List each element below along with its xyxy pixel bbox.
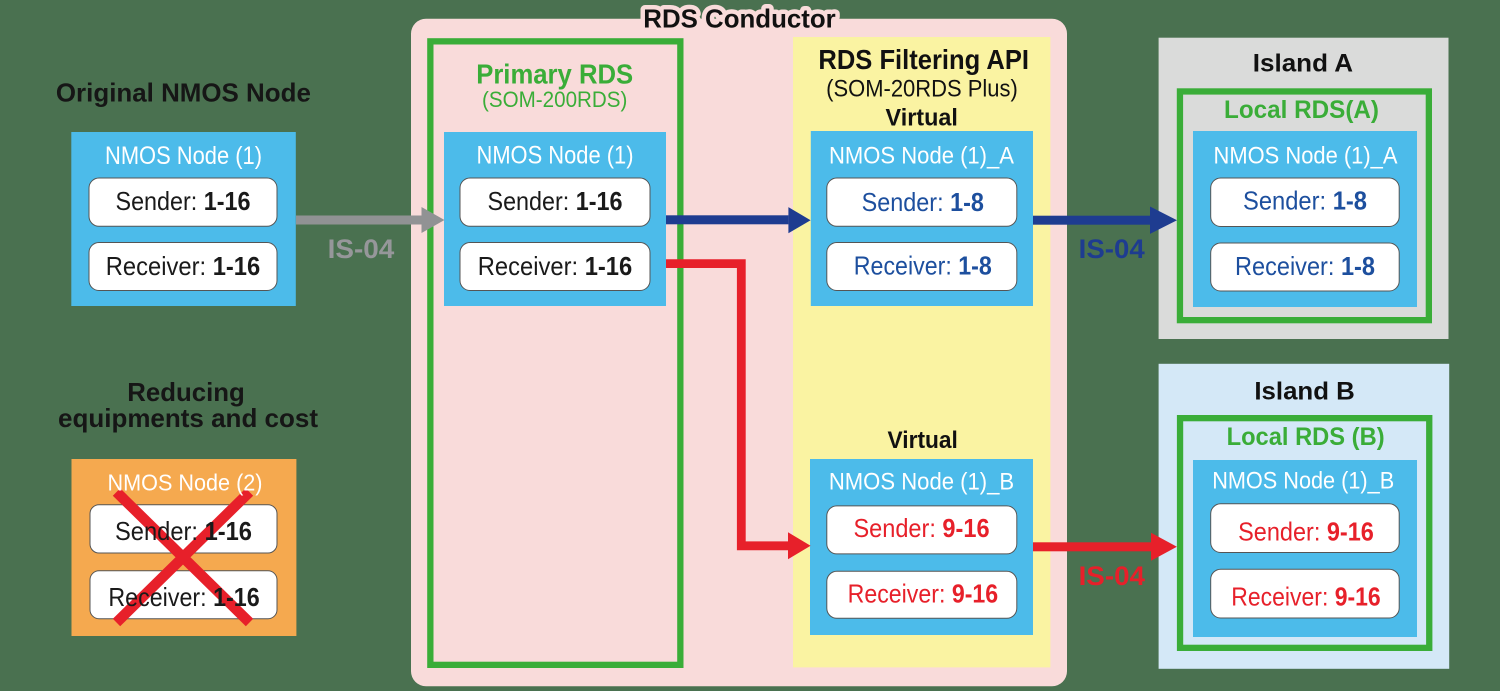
svg-text:IS-04: IS-04 xyxy=(328,234,395,264)
svg-text:IS-04: IS-04 xyxy=(1079,561,1145,591)
svg-text:Local RDS(A): Local RDS(A) xyxy=(1224,96,1379,124)
svg-text:(SOM-20RDS Plus): (SOM-20RDS Plus) xyxy=(826,75,1018,102)
svg-text:IS-04: IS-04 xyxy=(1079,234,1145,264)
svg-text:NMOS Node (1): NMOS Node (1) xyxy=(105,142,262,170)
svg-text:RDS Conductor: RDS Conductor xyxy=(643,4,835,34)
svg-text:RDS Filtering API: RDS Filtering API xyxy=(818,44,1029,75)
svg-text:Reducing: Reducing xyxy=(127,377,245,407)
svg-text:Receiver: 1-16: Receiver: 1-16 xyxy=(106,251,261,281)
svg-text:Sender: 1-16: Sender: 1-16 xyxy=(115,516,252,546)
svg-text:Primary RDS: Primary RDS xyxy=(476,59,633,90)
svg-text:Sender: 1-8: Sender: 1-8 xyxy=(862,187,984,217)
svg-text:Island B: Island B xyxy=(1254,377,1355,405)
svg-text:Receiver: 9-16: Receiver: 9-16 xyxy=(1231,581,1380,611)
svg-text:Receiver: 1-8: Receiver: 1-8 xyxy=(854,251,992,281)
svg-text:NMOS Node (1)_B: NMOS Node (1)_B xyxy=(829,468,1014,495)
svg-text:Receiver: 1-8: Receiver: 1-8 xyxy=(1235,251,1375,281)
svg-text:Sender: 9-16: Sender: 9-16 xyxy=(853,513,989,543)
svg-text:Sender: 9-16: Sender: 9-16 xyxy=(1238,516,1374,546)
svg-text:NMOS Node (1)_A: NMOS Node (1)_A xyxy=(1214,142,1398,169)
svg-text:equipments and cost: equipments and cost xyxy=(58,403,318,433)
svg-text:Sender: 1-16: Sender: 1-16 xyxy=(116,186,251,216)
svg-text:Receiver: 1-16: Receiver: 1-16 xyxy=(108,582,259,612)
svg-text:Local RDS (B): Local RDS (B) xyxy=(1227,423,1385,451)
svg-text:NMOS Node (2): NMOS Node (2) xyxy=(108,469,263,495)
svg-text:Receiver: 9-16: Receiver: 9-16 xyxy=(848,578,999,608)
svg-text:Receiver: 1-16: Receiver: 1-16 xyxy=(478,251,633,281)
svg-text:Original NMOS Node: Original NMOS Node xyxy=(56,78,311,108)
svg-text:Sender: 1-8: Sender: 1-8 xyxy=(1243,186,1367,216)
svg-text:Sender: 1-16: Sender: 1-16 xyxy=(488,186,623,216)
svg-text:NMOS Node (1)_B: NMOS Node (1)_B xyxy=(1212,467,1394,494)
svg-text:NMOS Node (1)_A: NMOS Node (1)_A xyxy=(829,142,1014,169)
svg-text:(SOM-200RDS): (SOM-200RDS) xyxy=(482,87,627,112)
svg-text:Virtual: Virtual xyxy=(886,105,958,132)
svg-text:Virtual: Virtual xyxy=(888,427,958,454)
svg-text:NMOS Node (1): NMOS Node (1) xyxy=(477,142,634,170)
svg-text:Island A: Island A xyxy=(1253,50,1353,78)
